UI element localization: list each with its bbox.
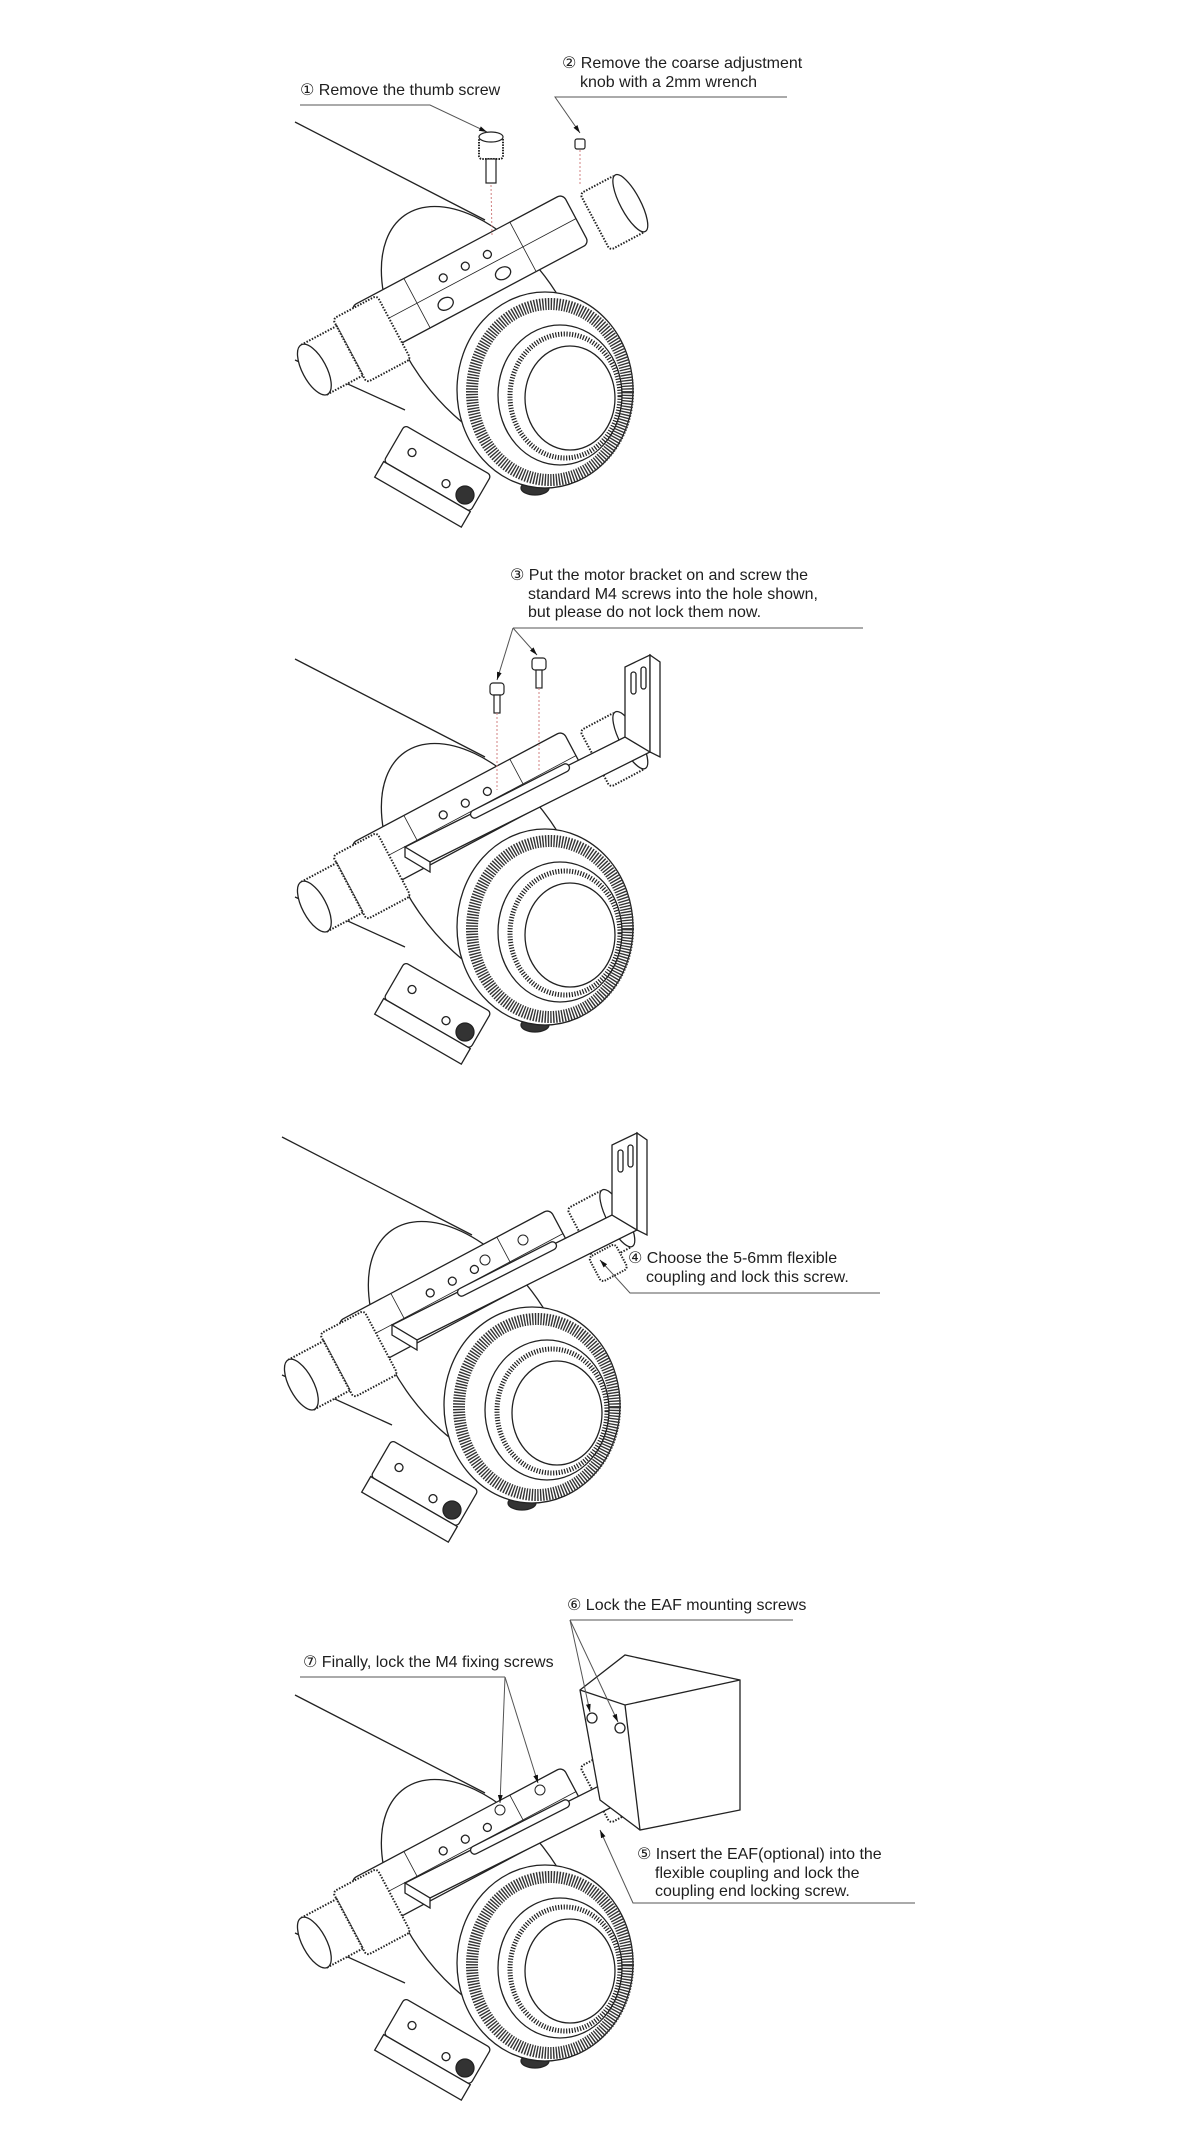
- step-text: Finally, lock the M4 fixing screws: [321, 1654, 554, 1671]
- panel-remove-knob: [287, 96, 787, 527]
- step-4-label: ④ Choose the 5-6mm flexible coupling and…: [628, 1250, 849, 1287]
- eaf-motor: [579, 1654, 741, 1831]
- step-number: ⑥: [567, 1597, 582, 1614]
- step-text: Put the motor bracket on and screw the: [528, 567, 809, 584]
- step-number: ⑦: [303, 1654, 318, 1671]
- step-text: coupling end locking screw.: [655, 1883, 850, 1900]
- step-5-label: ⑤ Insert the EAF(optional) into the flex…: [637, 1846, 882, 1902]
- step-number: ⑤: [637, 1846, 652, 1863]
- step-7-label: ⑦ Finally, lock the M4 fixing screws: [303, 1654, 554, 1673]
- step-number: ④: [628, 1250, 643, 1267]
- step-6-label: ⑥ Lock the EAF mounting screws: [567, 1597, 806, 1616]
- panel-install-bracket: [287, 627, 863, 1064]
- step-text: but please do not lock them now.: [528, 604, 762, 621]
- step-text: knob with a 2mm wrench: [580, 73, 757, 91]
- step-2-label: ② Remove the coarse adjustment knob with…: [562, 55, 802, 92]
- set-screw: [574, 138, 586, 150]
- m4-screws: [489, 657, 547, 714]
- step-text: Lock the EAF mounting screws: [585, 1597, 807, 1614]
- step-text: flexible coupling and lock the: [655, 1864, 860, 1882]
- step-text: Remove the thumb screw: [318, 82, 501, 99]
- step-text: Choose the 5-6mm flexible: [646, 1250, 838, 1267]
- step-text: Remove the coarse adjustment: [580, 55, 803, 72]
- flexible-coupling: [588, 1243, 628, 1282]
- panel-eaf: [287, 1619, 915, 2100]
- step-3-label: ③ Put the motor bracket on and screw the…: [510, 567, 818, 623]
- step-text: Insert the EAF(optional) into the: [655, 1846, 882, 1863]
- step-text: standard M4 screws into the hole shown,: [528, 585, 818, 603]
- step-number: ②: [562, 55, 577, 72]
- panel-coupling: [274, 1133, 880, 1542]
- thumb-screw: [478, 131, 504, 184]
- step-text: coupling and lock this screw.: [646, 1268, 849, 1286]
- step-number: ③: [510, 567, 525, 584]
- step-1-label: ① Remove the thumb screw: [300, 82, 500, 101]
- step-number: ①: [300, 82, 315, 99]
